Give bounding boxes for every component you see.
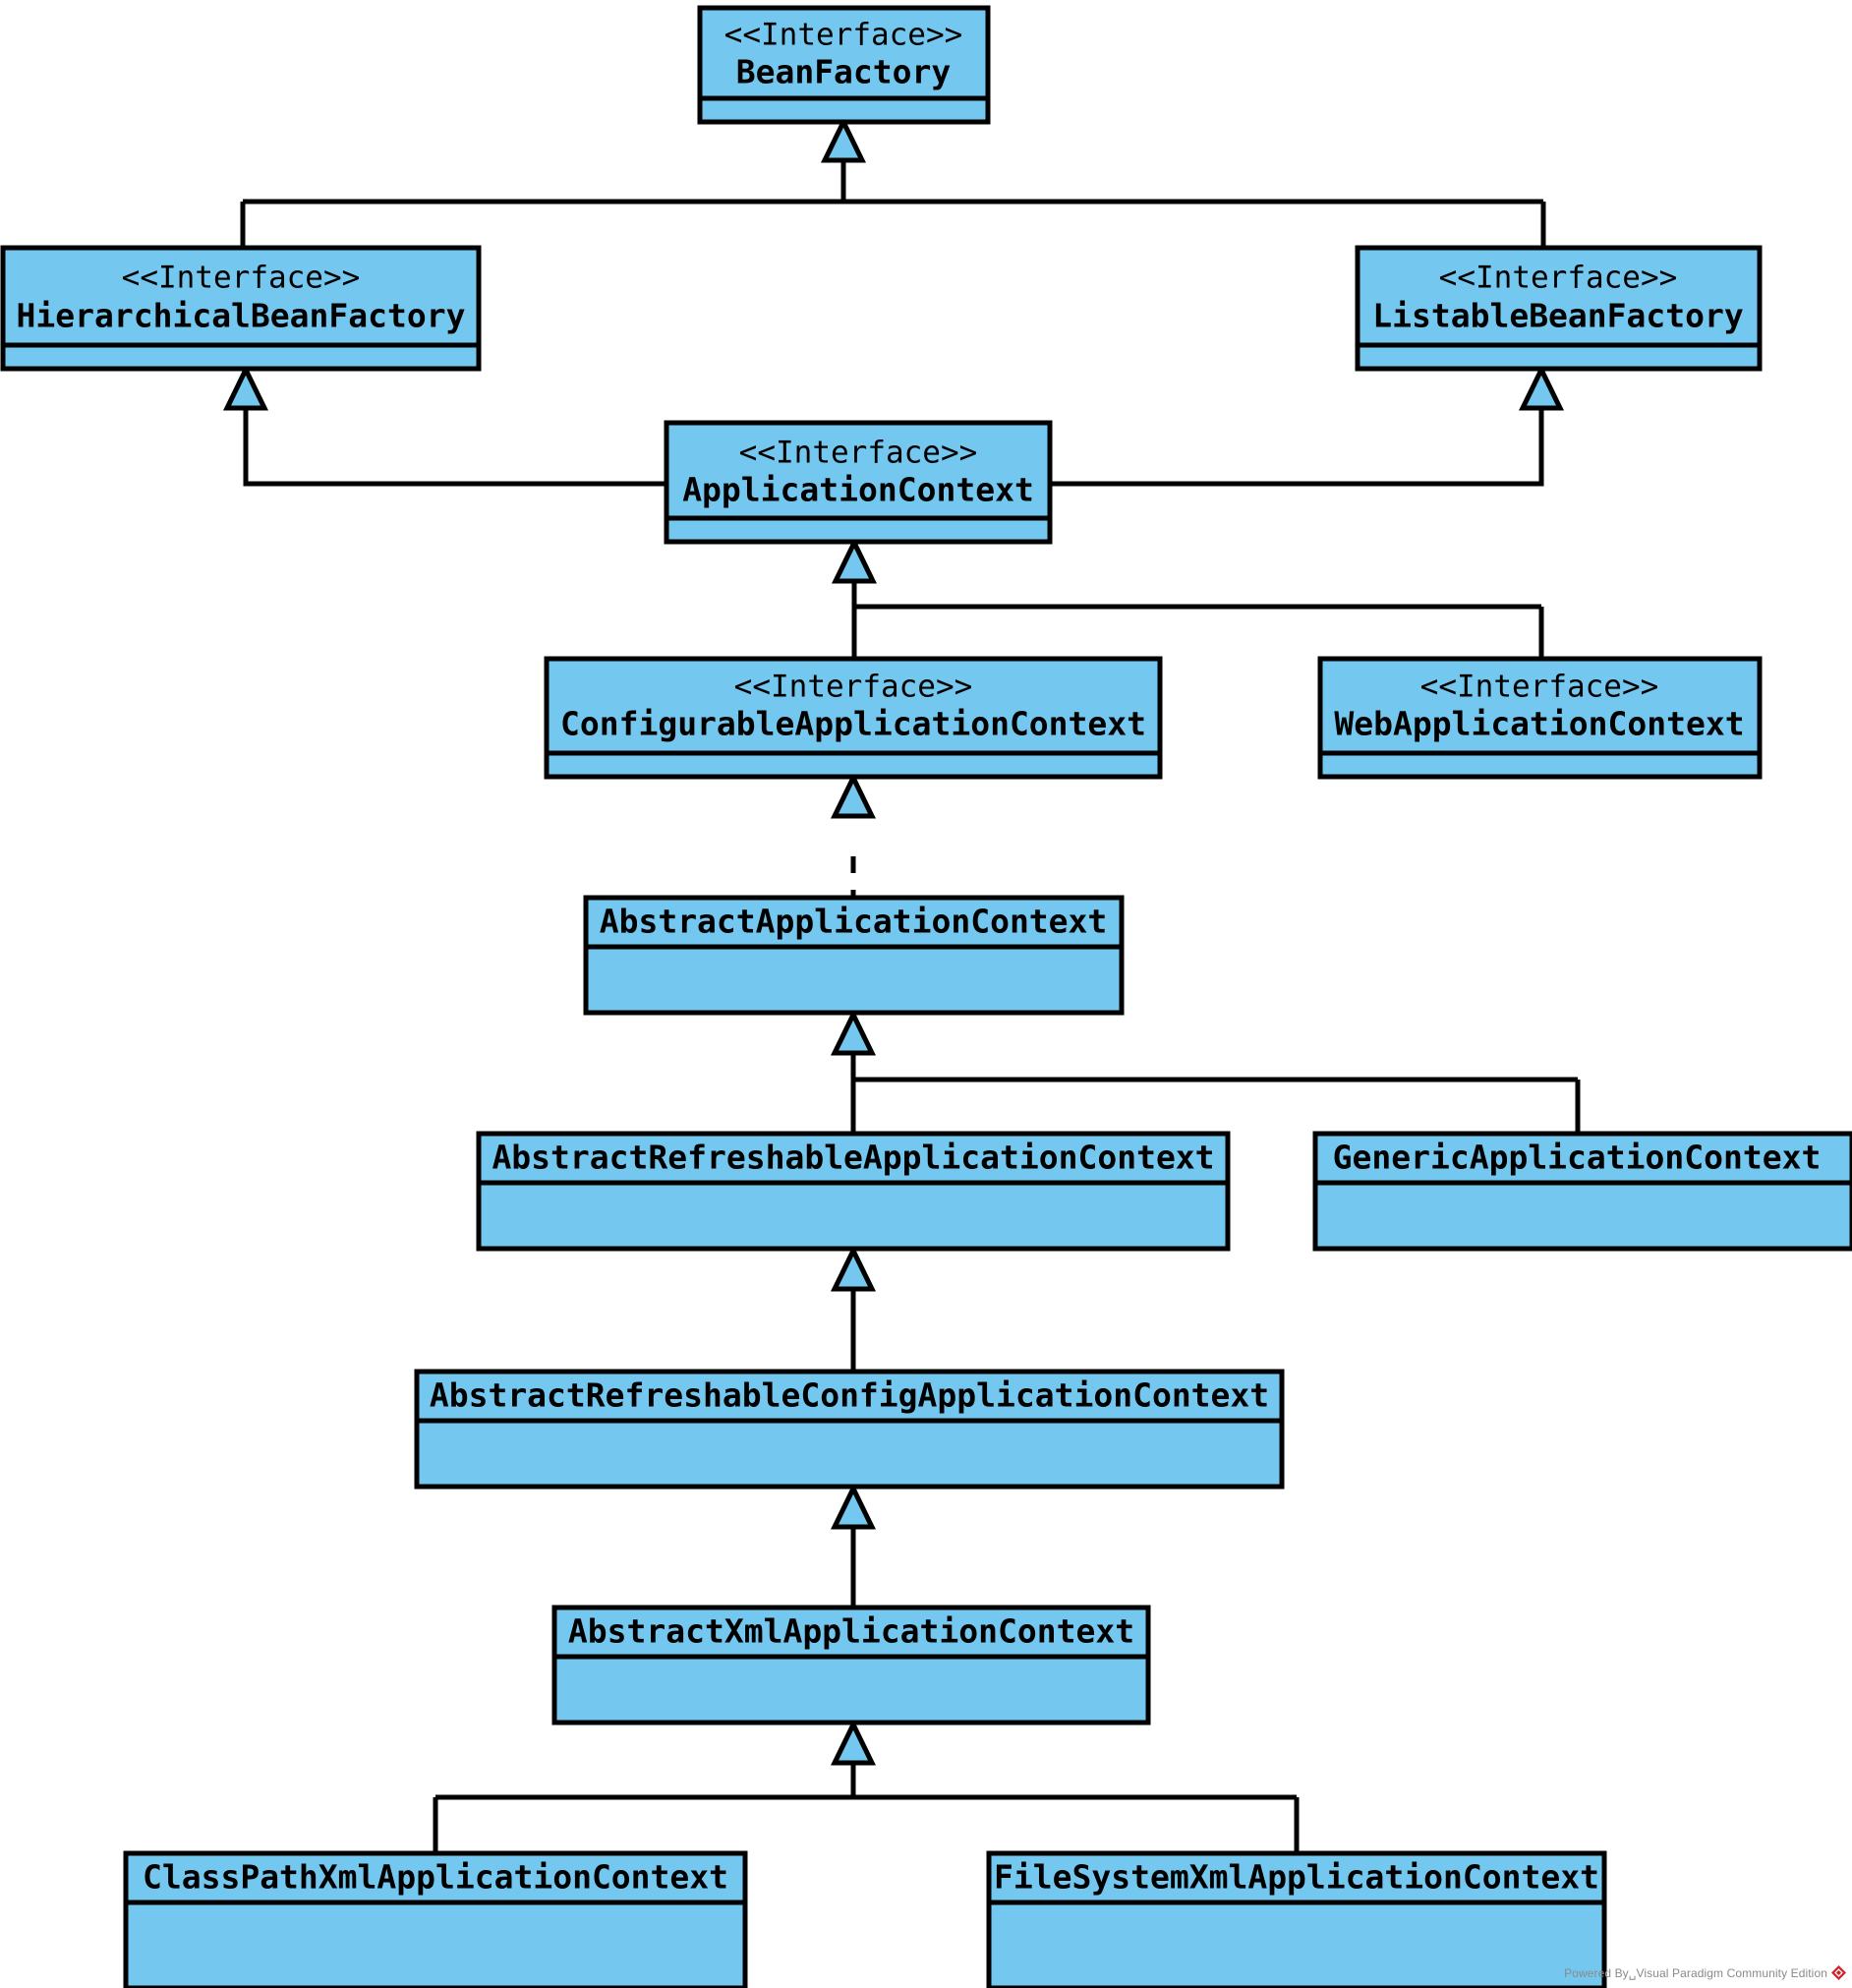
generalization-arrowhead-refreshableconfig [831, 1483, 876, 1530]
generalization-arrowhead-abstractcontext [831, 1009, 876, 1056]
class-node-abstract-refreshable-config-application-context[interactable]: AbstractRefreshableConfigApplicationCont… [414, 1369, 1285, 1490]
class-node-filesystem-xml-application-context[interactable]: FileSystemXmlApplicationContext [986, 1850, 1607, 1988]
stereotype-label: <<Interface>> [1439, 261, 1678, 296]
connector-appcontext-listable [1050, 408, 1544, 487]
class-box-outline[interactable] [476, 1131, 1231, 1252]
generalization-arrowhead-beanfactory [821, 116, 866, 163]
realization-arrowhead-configurable [831, 772, 876, 819]
class-box-outline[interactable] [544, 656, 1163, 780]
class-name-label: AbstractApplicationContext [600, 903, 1108, 941]
class-node-abstract-application-context[interactable]: AbstractApplicationContext [583, 895, 1125, 1016]
class-name-label: AbstractRefreshableConfigApplicationCont… [430, 1376, 1269, 1415]
class-name-label: AbstractRefreshableApplicationContext [492, 1139, 1214, 1177]
visual-paradigm-logo-icon [1831, 1965, 1846, 1980]
class-box-outline[interactable] [0, 245, 482, 372]
class-name-label: ClassPathXmlApplicationContext [143, 1858, 728, 1897]
arrowhead-layer [223, 116, 1564, 1766]
watermark-text: Powered By␣Visual Paradigm Community Edi… [1564, 1965, 1827, 1980]
connector-appcontext-hierarchical [243, 408, 666, 487]
class-name-label: GenericApplicationContext [1333, 1139, 1822, 1177]
class-box-outline[interactable] [414, 1369, 1285, 1490]
connector-layer [240, 160, 1581, 1853]
class-name-label: BeanFactory [736, 53, 952, 91]
class-box-outline[interactable] [1317, 656, 1763, 780]
class-box-outline[interactable] [697, 5, 991, 125]
class-name-label: ApplicationContext [682, 471, 1034, 509]
class-box-outline[interactable] [1355, 245, 1763, 372]
generalization-arrowhead-listable [1519, 364, 1564, 411]
class-node-abstract-refreshable-application-context[interactable]: AbstractRefreshableApplicationContext [476, 1131, 1231, 1252]
connector-abstractcontext-split [850, 1053, 1581, 1134]
stereotype-label: <<Interface>> [724, 18, 963, 53]
stereotype-label: <<Interface>> [122, 261, 361, 296]
class-name-label: ConfigurableApplicationContext [560, 705, 1146, 743]
class-name-label: ListableBeanFactory [1372, 297, 1744, 335]
generalization-arrowhead-hierarchical [223, 364, 268, 411]
connector-beanfactory-split [240, 160, 1546, 248]
connector-xmlcontext-split [433, 1763, 1300, 1853]
stereotype-label: <<Interface>> [734, 670, 973, 705]
connector-appcontext-split [851, 581, 1544, 659]
class-node-bean-factory[interactable]: <<Interface>> BeanFactory [697, 5, 991, 125]
class-node-generic-application-context[interactable]: GenericApplicationContext [1312, 1131, 1852, 1252]
class-node-hierarchical-bean-factory[interactable]: <<Interface>> HierarchicalBeanFactory [0, 245, 482, 372]
class-node-web-application-context[interactable]: <<Interface>> WebApplicationContext [1317, 656, 1763, 780]
class-node-configurable-application-context[interactable]: <<Interface>> ConfigurableApplicationCon… [544, 656, 1163, 780]
class-box-outline[interactable] [1312, 1131, 1852, 1252]
stereotype-label: <<Interface>> [1420, 670, 1659, 705]
class-name-label: HierarchicalBeanFactory [17, 297, 466, 335]
generalization-arrowhead-appcontext [832, 537, 877, 584]
class-node-classpath-xml-application-context[interactable]: ClassPathXmlApplicationContext [123, 1850, 748, 1988]
class-box-outline[interactable] [583, 895, 1125, 1016]
class-box-outline[interactable] [664, 420, 1053, 545]
generalization-arrowhead-refreshable [831, 1245, 876, 1292]
class-node-listable-bean-factory[interactable]: <<Interface>> ListableBeanFactory [1355, 245, 1763, 372]
class-node-application-context[interactable]: <<Interface>> ApplicationContext [664, 420, 1053, 545]
stereotype-label: <<Interface>> [739, 436, 978, 471]
class-box-outline[interactable] [986, 1850, 1607, 1988]
class-box-outline[interactable] [123, 1850, 748, 1988]
watermark: Powered By␣Visual Paradigm Community Edi… [1564, 1965, 1846, 1980]
class-name-label: AbstractXmlApplicationContext [568, 1612, 1134, 1651]
generalization-arrowhead-xmlcontext [831, 1719, 876, 1766]
class-name-label: WebApplicationContext [1334, 705, 1744, 743]
class-name-label: FileSystemXmlApplicationContext [994, 1858, 1599, 1897]
class-node-abstract-xml-application-context[interactable]: AbstractXmlApplicationContext [551, 1605, 1151, 1725]
class-box-outline[interactable] [551, 1605, 1151, 1725]
